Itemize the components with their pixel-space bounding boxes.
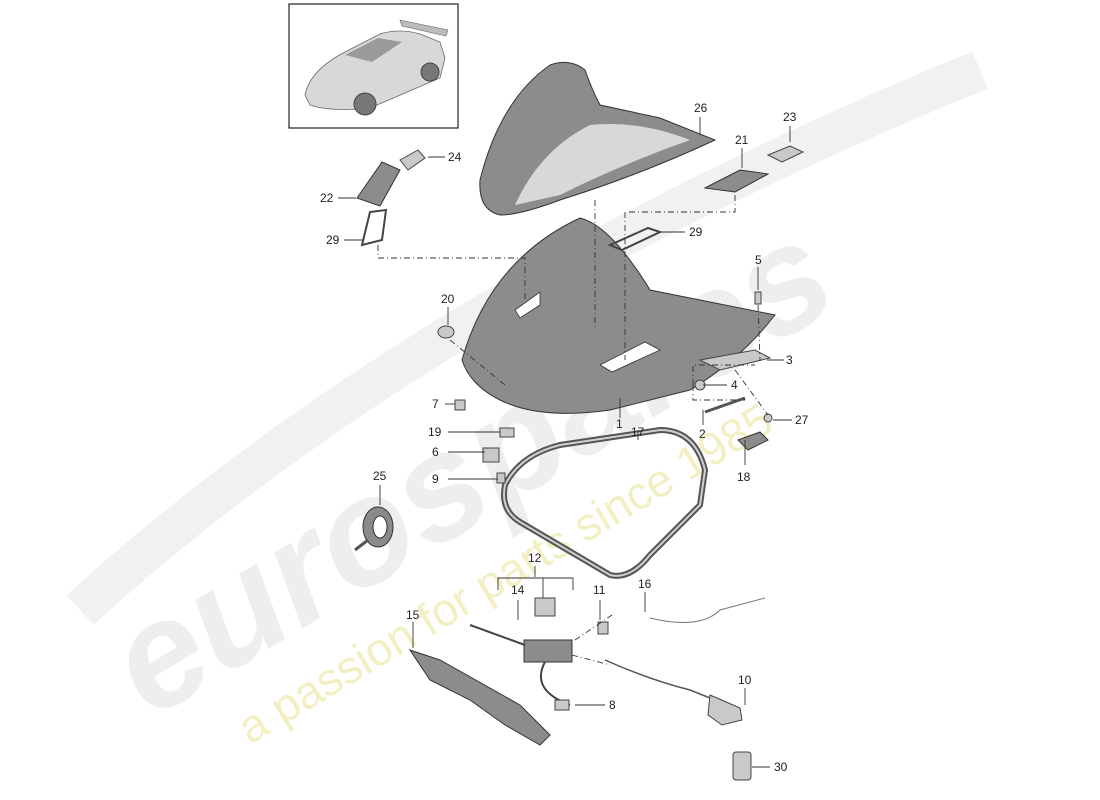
leader-lines bbox=[338, 117, 792, 768]
callout-1: 1 bbox=[616, 417, 623, 431]
callout-18: 18 bbox=[737, 470, 751, 484]
callout-2: 2 bbox=[699, 427, 706, 441]
watermark-brand: eurospares bbox=[80, 187, 860, 748]
callout-5: 5 bbox=[755, 253, 762, 267]
small-parts bbox=[437, 291, 773, 781]
seal-part-29-left bbox=[360, 208, 388, 247]
gasket-part-17 bbox=[501, 426, 709, 579]
bracket-part-15 bbox=[408, 649, 551, 746]
callout-20: 20 bbox=[441, 292, 455, 306]
callout-26: 26 bbox=[694, 101, 708, 115]
vent-part-21 bbox=[703, 169, 770, 193]
callout-9: 9 bbox=[432, 472, 439, 486]
callout-25: 25 bbox=[373, 469, 387, 483]
callout-4: 4 bbox=[731, 378, 738, 392]
part-11 bbox=[597, 621, 609, 635]
callout-15: 15 bbox=[406, 608, 420, 622]
callout-19: 19 bbox=[428, 425, 442, 439]
callout-21: 21 bbox=[735, 133, 749, 147]
part-9 bbox=[496, 472, 506, 484]
part-5 bbox=[754, 291, 762, 305]
vent-part-24 bbox=[399, 149, 426, 171]
watermark-swoosh bbox=[66, 51, 988, 625]
callout-8: 8 bbox=[609, 698, 616, 712]
cable-part-16 bbox=[649, 597, 766, 623]
lock-assembly bbox=[523, 639, 573, 663]
callout-29-left: 29 bbox=[326, 233, 340, 247]
callout-30: 30 bbox=[774, 760, 788, 774]
part-19 bbox=[499, 427, 515, 438]
vent-part-22 bbox=[356, 161, 401, 207]
callout-10: 10 bbox=[738, 673, 752, 687]
callout-labels: 26 23 21 24 22 29 29 5 20 3 4 7 27 1 2 1… bbox=[320, 101, 809, 774]
callout-27: 27 bbox=[795, 413, 809, 427]
vent-part-23 bbox=[766, 145, 805, 163]
part-20 bbox=[437, 325, 455, 339]
callout-17: 17 bbox=[631, 425, 645, 439]
callout-14: 14 bbox=[511, 583, 525, 597]
cover-part-26 bbox=[479, 61, 717, 216]
part-2-rod bbox=[704, 396, 746, 414]
callout-22: 22 bbox=[320, 191, 334, 205]
part-27 bbox=[763, 413, 773, 423]
part-30-bump bbox=[732, 751, 752, 781]
callout-7: 7 bbox=[432, 397, 439, 411]
callout-3: 3 bbox=[786, 353, 793, 367]
hood-part-1 bbox=[461, 217, 776, 414]
callout-12: 12 bbox=[528, 551, 542, 565]
assembly-lines bbox=[377, 195, 769, 666]
callout-24: 24 bbox=[448, 150, 462, 164]
car-thumbnail bbox=[288, 3, 459, 129]
part-14-clip bbox=[534, 597, 556, 617]
part-7 bbox=[454, 399, 466, 411]
callout-11: 11 bbox=[593, 583, 606, 597]
part-10-latch bbox=[707, 694, 743, 726]
callout-23: 23 bbox=[783, 110, 797, 124]
tape-roll-part-25 bbox=[354, 506, 394, 552]
part-6 bbox=[482, 447, 500, 463]
callout-29-right: 29 bbox=[689, 225, 703, 239]
callout-16: 16 bbox=[638, 577, 652, 591]
callout-6: 6 bbox=[432, 445, 439, 459]
